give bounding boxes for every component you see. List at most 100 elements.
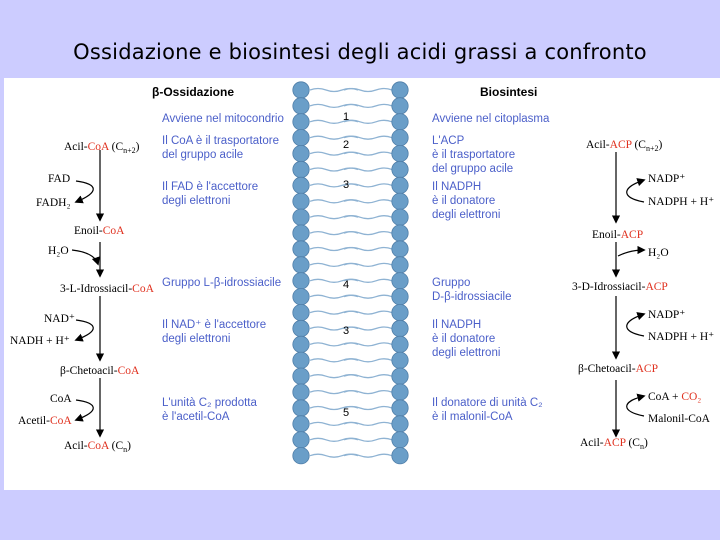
lipid-head	[292, 383, 310, 401]
lipid-head	[292, 304, 310, 322]
lipid-tail	[343, 87, 393, 93]
nadp-label-2: NADP⁺	[648, 309, 685, 321]
lipid-tail	[343, 453, 393, 458]
lipid-tail	[343, 183, 393, 188]
lipid-tail	[343, 151, 393, 156]
lipid-bilayer	[292, 81, 409, 465]
lipid-head	[391, 335, 409, 353]
arrow-coa-to-acetyl	[74, 399, 94, 422]
lipid-head	[391, 415, 409, 433]
lipid-head	[391, 113, 409, 131]
arrow-nadph-to-nadp-1	[626, 178, 646, 203]
lipid-tail	[343, 230, 393, 236]
lipid-tail	[343, 358, 393, 363]
lipid-tail	[343, 326, 393, 331]
lipid-head	[391, 447, 409, 465]
lipid-head	[292, 288, 310, 306]
nad-label: NAD⁺	[44, 313, 75, 325]
lipid-head	[391, 97, 409, 115]
lipid-head	[391, 304, 409, 322]
lipid-head	[391, 383, 409, 401]
lipid-head	[391, 192, 409, 210]
lipid-head	[292, 431, 310, 449]
beta-oxidation-pathway: Acil-CoA (Cn+2) FAD FADH₂ Enoil-CoA H₂O …	[10, 141, 155, 454]
lipid-head	[292, 447, 310, 465]
lipid-tail	[343, 215, 393, 220]
hydroxyacyl-coa: 3-L-Idrossiacil-CoA	[60, 283, 155, 295]
lipid-tail	[343, 405, 393, 411]
beta-oxidation-note: Gruppo L-β-idrossiacile	[162, 277, 281, 289]
beta-oxidation-note: Avviene nel mitocondrio	[162, 113, 284, 125]
lipid-head	[292, 272, 310, 290]
lipid-head	[292, 319, 310, 338]
lipid-head	[391, 145, 409, 163]
lipid-head	[391, 351, 409, 369]
lipid-tail	[343, 103, 393, 109]
step-number: 5	[343, 407, 349, 419]
acetyl-coa: Acetil-CoA	[18, 415, 72, 427]
enoyl-coa: Enoil-CoA	[74, 225, 125, 237]
lipid-head	[292, 256, 310, 274]
biosynthesis-pathway: Acil-ACP (Cn+2) NADP⁺ NADPH + H⁺ Enoil-A…	[572, 139, 714, 451]
nadph-label-1: NADPH + H⁺	[648, 196, 714, 208]
lipid-tail	[343, 421, 393, 427]
nadph-label-2: NADPH + H⁺	[648, 331, 714, 343]
lipid-tail	[343, 310, 393, 315]
lipid-head	[391, 240, 409, 258]
lipid-head	[391, 256, 409, 274]
lipid-head	[391, 224, 409, 242]
lipid-tail	[343, 374, 393, 379]
acyl-acp-start: Acil-ACP (Cn+2)	[586, 139, 662, 153]
lipid-head	[292, 399, 310, 417]
lipid-head	[292, 240, 310, 258]
lipid-head	[391, 208, 409, 226]
lipid-head	[391, 288, 409, 306]
lipid-head	[391, 176, 409, 195]
step-number: 2	[343, 139, 349, 151]
arrow-nadph-to-nadp-2	[626, 312, 646, 337]
comparison-diagram: β-Ossidazione Biosintesi Avviene nel mit…	[10, 81, 714, 465]
lipid-head	[292, 335, 310, 353]
nadp-label-1: NADP⁺	[648, 173, 685, 185]
lipid-tail	[343, 437, 393, 442]
lipid-head	[391, 431, 409, 449]
fad-label: FAD	[48, 173, 70, 185]
comparison-figure: β-Ossidazione Biosintesi Avviene nel mit…	[4, 78, 720, 490]
ketoacyl-acp: β-Chetoacil-ACP	[578, 363, 658, 375]
lipid-head	[292, 160, 310, 179]
h2o-label-right: H₂O	[648, 247, 669, 259]
lipid-head	[292, 113, 310, 131]
lipid-head	[391, 81, 409, 99]
lipid-head	[391, 319, 409, 338]
acyl-coa-end: Acil-CoA (Cn)	[64, 440, 131, 454]
lipid-head	[292, 351, 310, 369]
lipid-tail	[343, 342, 393, 347]
nadh-label: NADH + H⁺	[10, 335, 70, 347]
lipid-tail	[343, 199, 393, 204]
step-number: 3	[343, 179, 349, 191]
lipid-head	[292, 224, 310, 242]
step-number: 1	[343, 111, 349, 123]
lipid-head	[391, 272, 409, 290]
step-number: 3	[343, 325, 349, 337]
lipid-tail	[343, 262, 393, 268]
lipid-head	[292, 208, 310, 226]
lipid-head	[292, 176, 310, 195]
beta-oxidation-notes: Avviene nel mitocondrio Il CoA è il trasp…	[162, 113, 284, 423]
beta-oxidation-header: β-Ossidazione	[152, 85, 234, 99]
slide-title: Ossidazione e biosintesi degli acidi gra…	[73, 40, 647, 64]
lipid-head	[292, 192, 310, 210]
coa-label: CoA	[50, 393, 72, 405]
enoyl-acp: Enoil-ACP	[592, 229, 643, 241]
biosynthesis-header: Biosintesi	[480, 85, 537, 99]
lipid-head	[391, 129, 409, 147]
